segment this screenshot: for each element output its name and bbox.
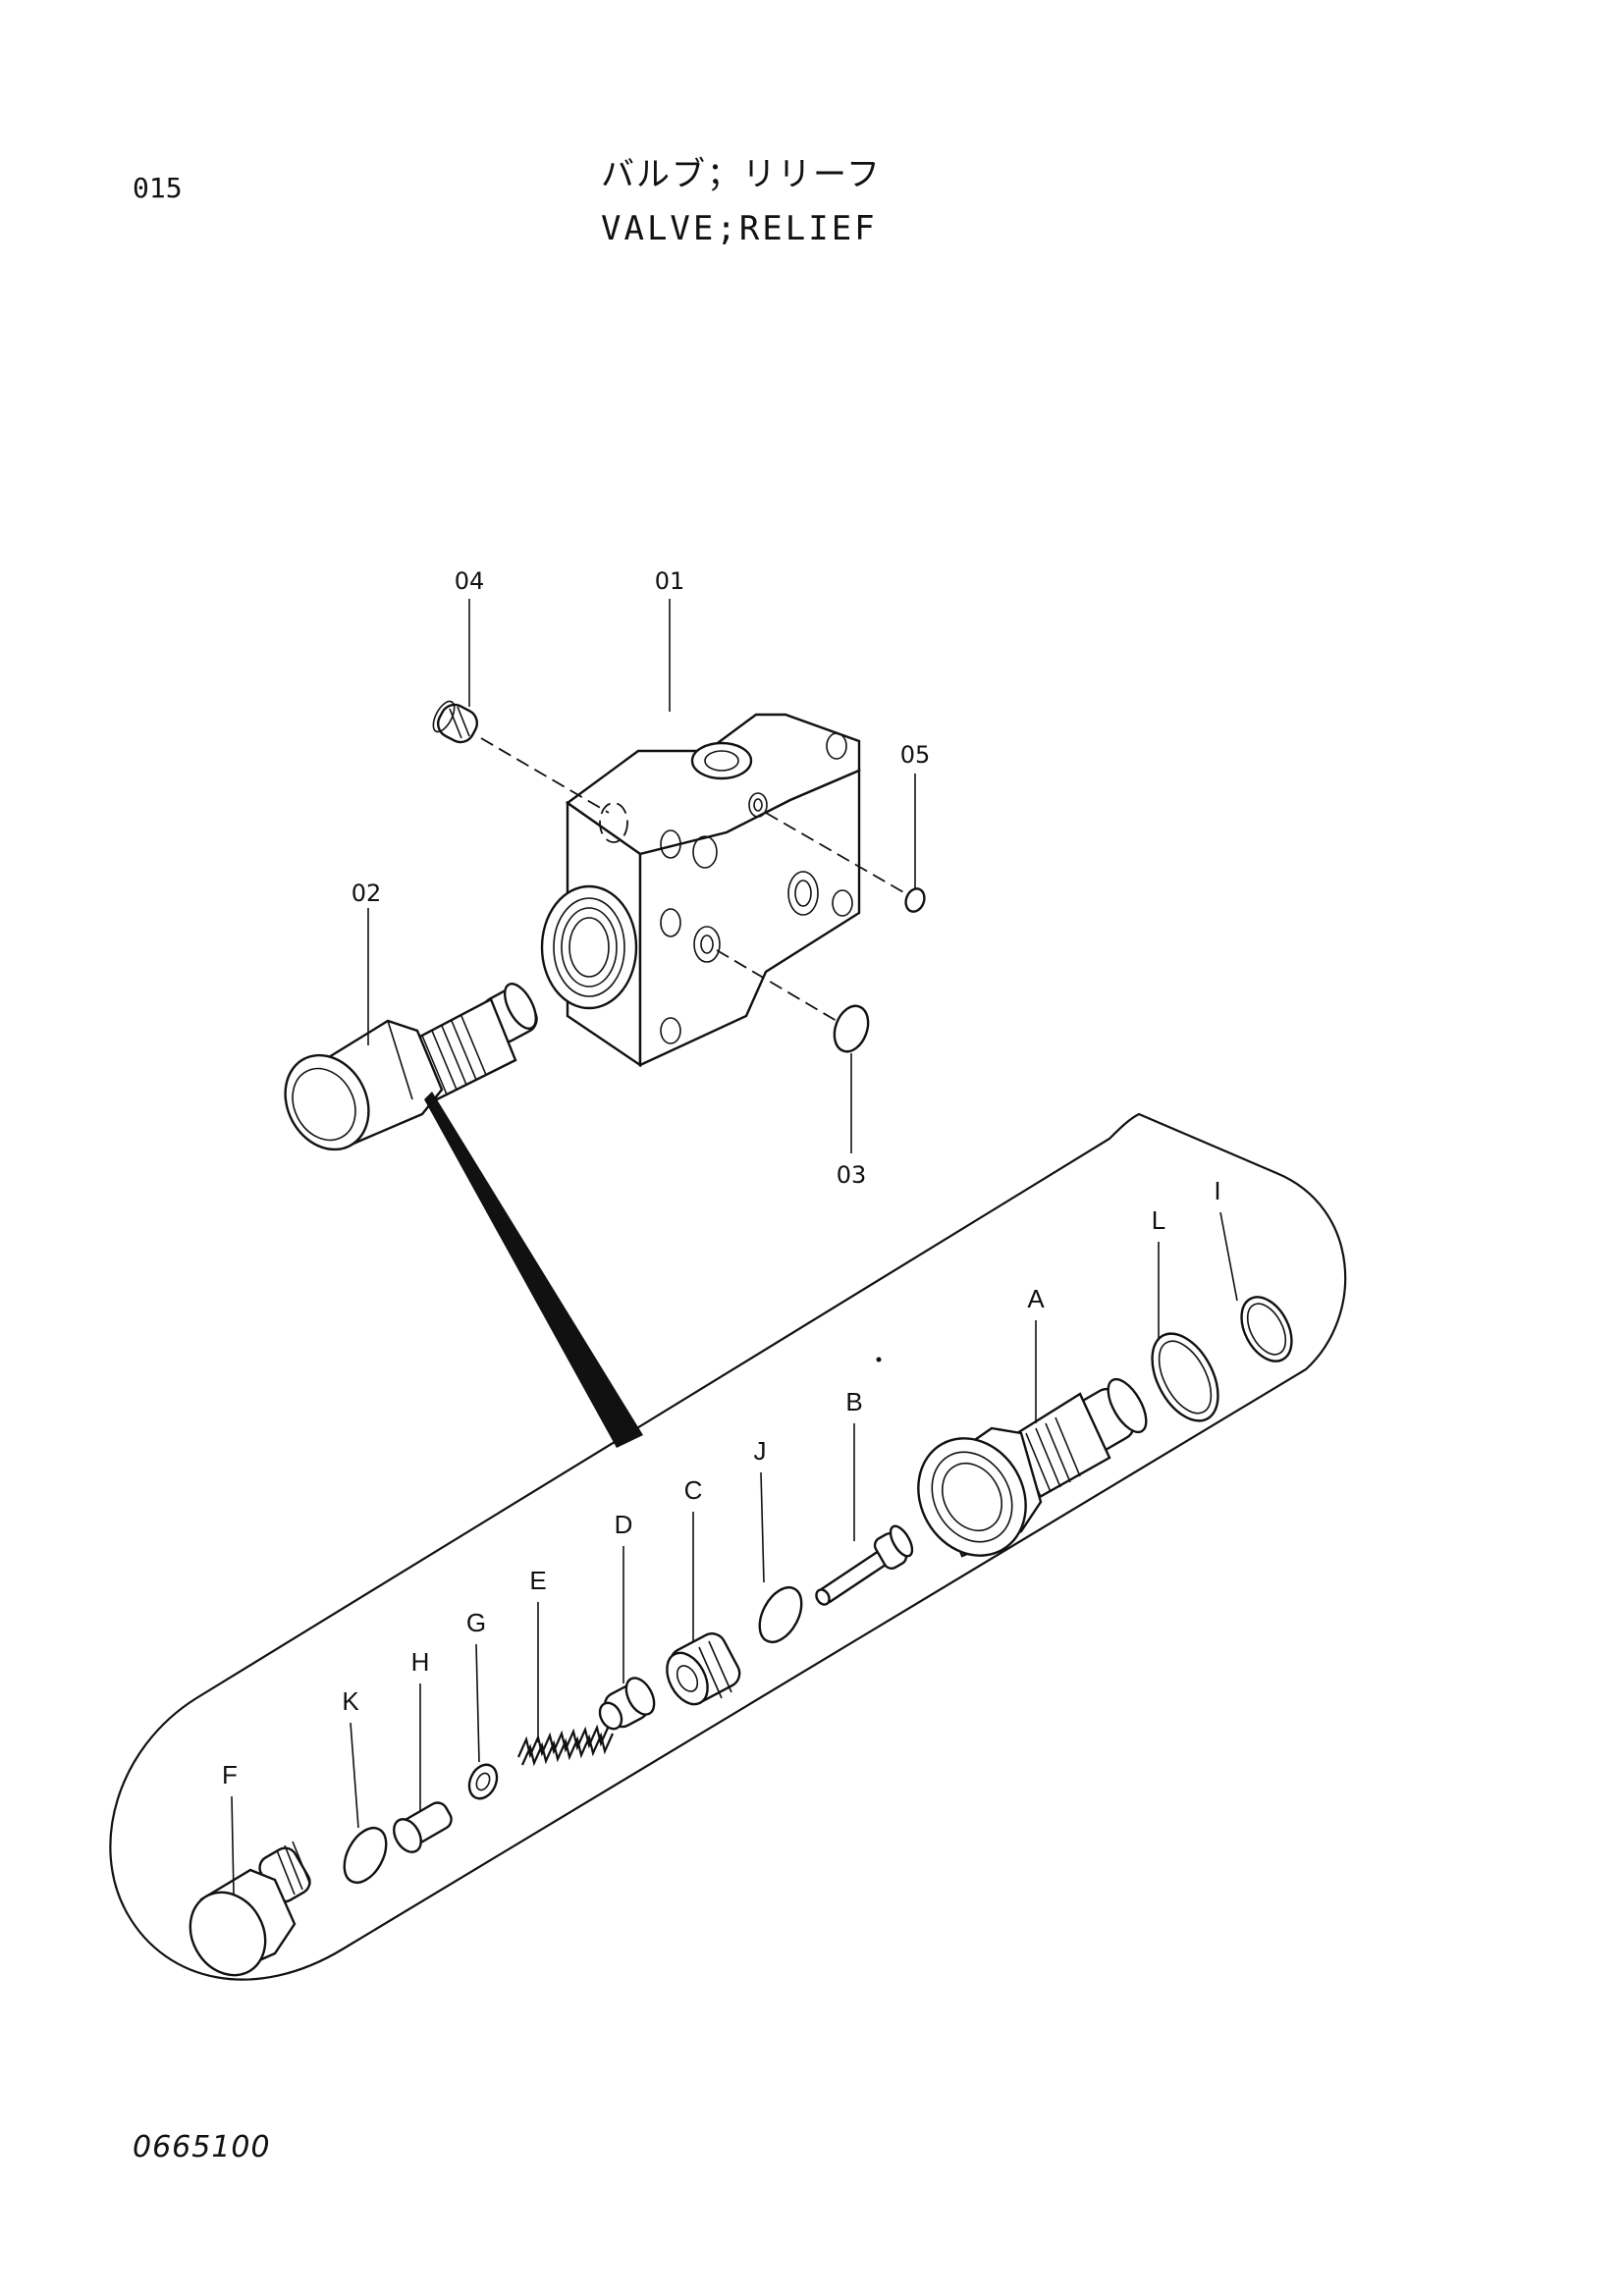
callout-a: A (1027, 1284, 1045, 1313)
plug-04-path-line (480, 737, 610, 814)
part-i-o-ring (1240, 1296, 1293, 1362)
part-e-spring (516, 1724, 615, 1767)
callout-k: K (342, 1686, 359, 1716)
callout-f: F (222, 1760, 238, 1789)
leader-f (231, 1795, 235, 1896)
callout-e: E (529, 1566, 546, 1595)
part-d-seat (598, 1677, 656, 1731)
title-japanese: バルブ；リリーフ (601, 155, 882, 194)
part-b-rod (815, 1524, 914, 1606)
valve-body-01 (540, 713, 861, 1068)
part-f-cap (189, 1841, 311, 1977)
relief-valve-02 (284, 983, 538, 1151)
exploded-view-leader (424, 1092, 643, 1448)
o-ring-05 (904, 887, 926, 913)
part-c-piston (666, 1632, 741, 1706)
leader-i (1219, 1211, 1238, 1302)
o-ring-03-path-line (716, 949, 838, 1022)
title-english: VALVE;RELIEF (601, 209, 878, 248)
part-h-poppet (393, 1801, 453, 1853)
part-g-washer (467, 1763, 499, 1800)
callout-c: C (684, 1475, 703, 1505)
callout-05: 05 (900, 741, 931, 769)
callout-g: G (466, 1608, 486, 1637)
callout-i: I (1214, 1176, 1220, 1205)
exploded-view-outline (109, 1112, 1347, 1981)
o-ring-03 (833, 1004, 870, 1053)
callout-04: 04 (455, 567, 485, 595)
callout-03: 03 (837, 1161, 867, 1189)
stray-dot (876, 1357, 882, 1362)
part-a-sleeve (917, 1377, 1148, 1558)
page-number: 015 (133, 172, 183, 204)
plug-04 (432, 700, 479, 744)
callout-j: J (754, 1436, 767, 1466)
leader-k (350, 1722, 359, 1829)
o-ring-05-path-line (765, 812, 906, 894)
part-k-o-ring (343, 1826, 388, 1885)
part-j-o-ring (758, 1585, 803, 1644)
part-l-o-ring (1151, 1332, 1219, 1422)
leader-j (760, 1471, 765, 1583)
callout-02: 02 (352, 880, 382, 907)
leader-g (475, 1643, 480, 1763)
callout-h: H (411, 1647, 430, 1677)
callout-b: B (845, 1387, 862, 1416)
callout-l: L (1152, 1205, 1165, 1235)
callout-d: D (615, 1510, 633, 1539)
callout-01: 01 (655, 567, 685, 595)
drawing-number: 0665100 (133, 2130, 271, 2164)
